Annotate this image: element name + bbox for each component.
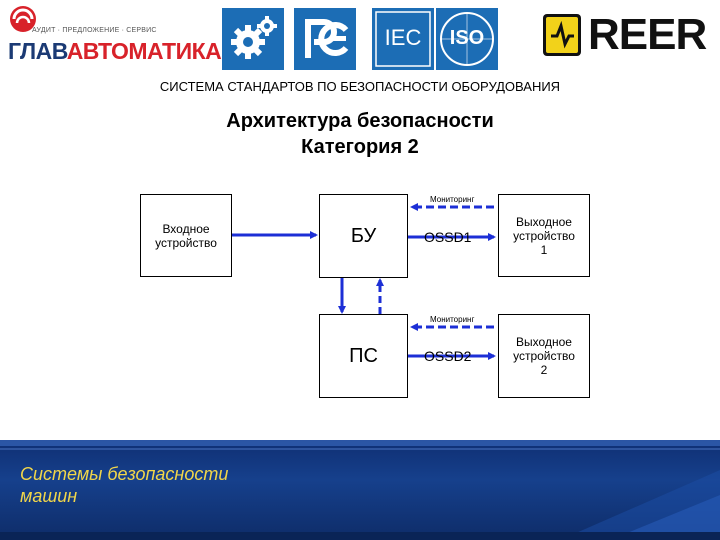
monitoring-bottom-label: Мониторинг bbox=[430, 315, 475, 324]
footer-title: Системы безопасности машин bbox=[20, 463, 228, 507]
ossd2-label: OSSD2 bbox=[424, 348, 472, 364]
title-line-2: Категория 2 bbox=[301, 136, 419, 158]
reer-logo-text: REER bbox=[588, 10, 707, 59]
footer-decoration bbox=[0, 440, 720, 540]
iec-logo-text: IEC bbox=[384, 25, 422, 50]
iso-logo-text: ISO bbox=[449, 27, 485, 49]
system-title: СИСТЕМА СТАНДАРТОВ ПО БЕЗОПАСНОСТИ ОБОРУ… bbox=[159, 79, 561, 94]
brand-logo: АУДИТ · ПРЕДЛОЖЕНИЕ · СЕРВИС ГЛАВАВТОМАТ… bbox=[0, 0, 222, 70]
output1-line3: 1 bbox=[540, 242, 548, 257]
output-device-2-box: Выходное устройство 2 bbox=[498, 314, 590, 398]
input-device-box: Входное устройство bbox=[140, 194, 232, 277]
brand-slogan: АУДИТ · ПРЕДЛОЖЕНИЕ · СЕРВИС bbox=[32, 27, 157, 34]
reer-logo-icon bbox=[543, 14, 581, 56]
ossd1-label: OSSD1 bbox=[424, 229, 472, 245]
iec-logo-icon: IEC bbox=[372, 8, 434, 70]
output2-line1: Выходное bbox=[516, 335, 572, 349]
brand-swirl-icon bbox=[10, 6, 36, 32]
control-unit-label: БУ bbox=[350, 224, 377, 247]
output1-line1: Выходное bbox=[516, 214, 572, 229]
output-device-1-box: Выходное устройство 1 bbox=[498, 194, 590, 277]
test-unit-label: ПС bbox=[349, 344, 378, 367]
input-device-label: Входное устройство bbox=[155, 221, 217, 250]
diagram-connectors bbox=[232, 203, 496, 360]
footer-line-1: Системы безопасности bbox=[20, 464, 229, 484]
output2-line2: устройство bbox=[513, 349, 575, 363]
page-title: Архитектура безопасности Категория 2 bbox=[0, 108, 720, 160]
output2-line3: 2 bbox=[540, 363, 548, 377]
monitoring-top-label: Мониторинг bbox=[430, 195, 475, 204]
brand-name-part2: АВТОМАТИКА bbox=[66, 38, 222, 64]
test-unit-box: ПС bbox=[319, 314, 408, 398]
rst-logo-icon bbox=[294, 8, 356, 70]
footer-line-2: машин bbox=[20, 486, 78, 506]
iso-logo-icon: ISO bbox=[436, 8, 498, 70]
gear-logo-icon bbox=[222, 8, 284, 70]
brand-name-part1: ГЛАВ bbox=[8, 38, 67, 64]
control-unit-box: БУ bbox=[319, 194, 408, 278]
title-line-1: Архитектура безопасности bbox=[226, 110, 494, 132]
brand-name: ГЛАВАВТОМАТИКА bbox=[8, 38, 222, 65]
output1-line2: устройство bbox=[513, 228, 575, 243]
